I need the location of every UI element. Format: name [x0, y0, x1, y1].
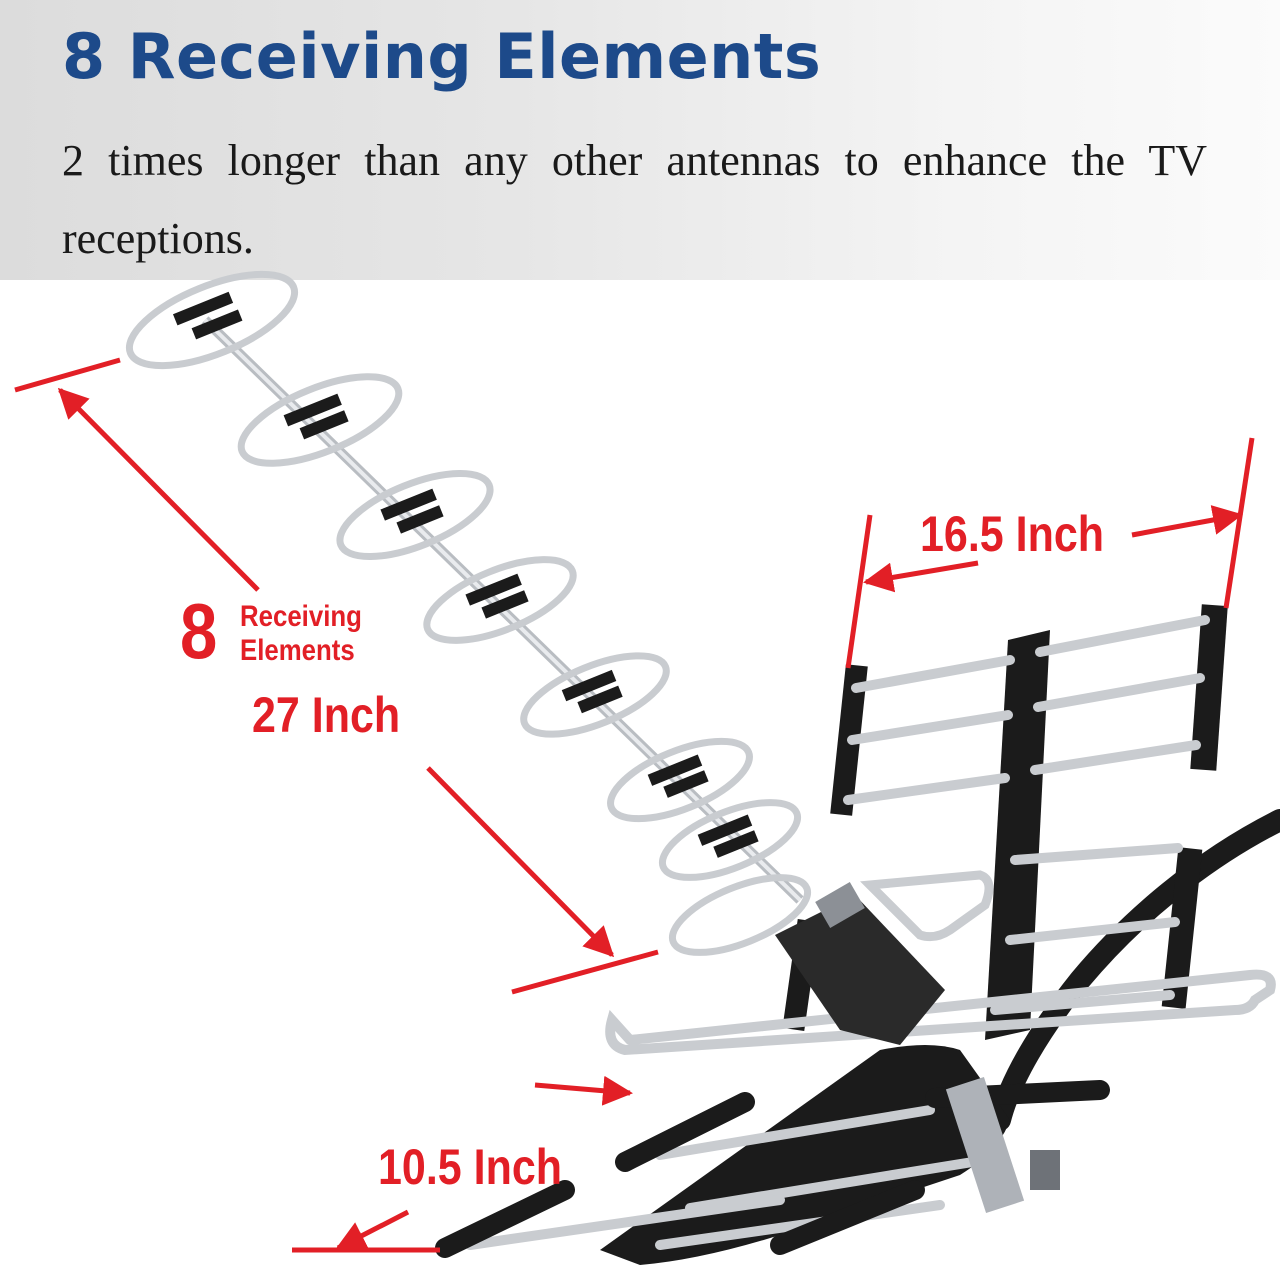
receiving-element — [125, 270, 299, 370]
elements-caption: Receiving Elements — [240, 600, 362, 668]
receiving-element — [237, 373, 403, 467]
receiving-element — [668, 874, 812, 956]
receiving-elements — [125, 270, 812, 956]
bottom-elements — [435, 1080, 1110, 1258]
elements-count-label: 8 — [180, 587, 218, 675]
receiving-element — [423, 556, 577, 644]
receiving-element — [520, 652, 670, 738]
dim-tick-bottom-27 — [511, 949, 659, 995]
page-title: 8 Receiving Elements — [62, 20, 822, 93]
width-top-label: 16.5 Inch — [920, 506, 1105, 562]
receiving-element — [336, 469, 494, 561]
dimension-lines — [14, 357, 1255, 1253]
dim-tick-165-left — [845, 514, 873, 669]
receiving-element — [658, 799, 802, 881]
dim-arrow-165-left — [863, 560, 979, 593]
page-subtitle: 2 times longer than any other antennas t… — [62, 136, 1207, 263]
dim-arrow-165-right — [1131, 505, 1243, 538]
mount-clamp — [945, 1077, 1060, 1213]
dim-arrow-105-upper — [534, 1075, 633, 1106]
length-label: 27 Inch — [252, 687, 401, 743]
header-banner: 8 Receiving Elements 2 times longer than… — [0, 0, 1280, 280]
dim-arrow-27-upper — [57, 387, 260, 592]
elements-caption-line2: Elements — [240, 634, 355, 667]
receiving-element — [607, 737, 753, 823]
reflector-panel-lower — [605, 843, 1276, 1056]
dim-tick-top-left — [14, 357, 121, 393]
antenna-cable — [989, 809, 1280, 1131]
antenna-housing — [775, 870, 994, 1045]
dim-tick-165-right — [1223, 437, 1255, 609]
dim-arrow-27-lower — [426, 766, 615, 958]
elements-caption-line1: Receiving — [240, 600, 362, 633]
dim-arrow-105-lower — [335, 1209, 410, 1251]
width-bottom-label: 10.5 Inch — [378, 1139, 563, 1195]
